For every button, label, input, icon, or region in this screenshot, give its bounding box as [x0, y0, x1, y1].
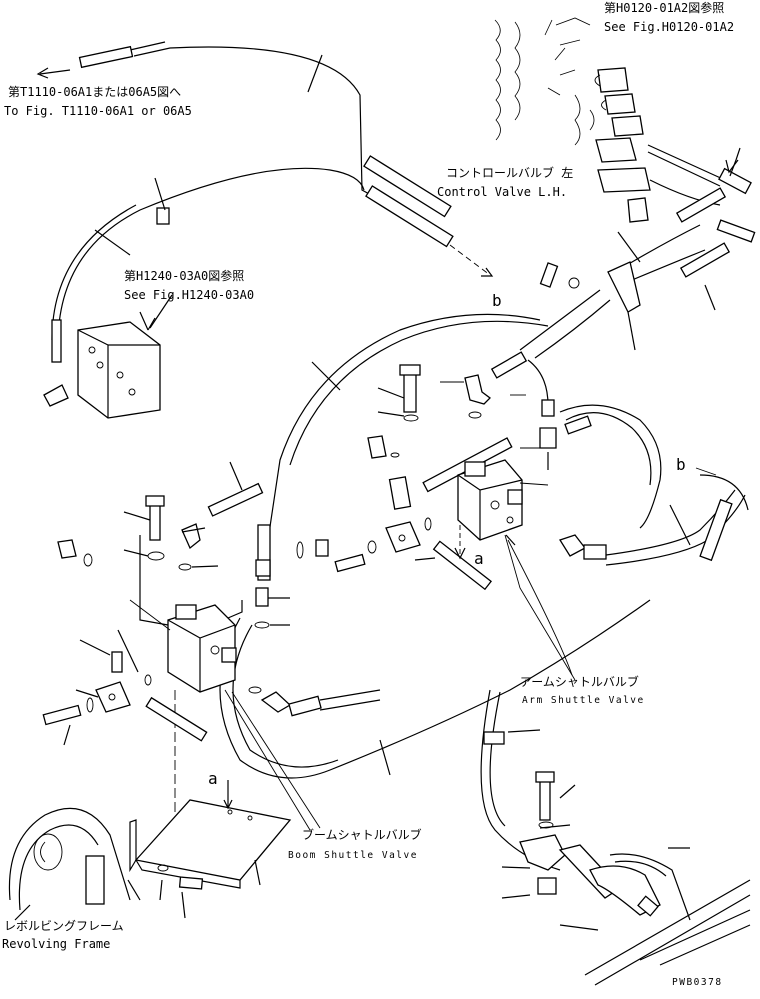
revolving-frame: [8, 807, 141, 921]
upper-bracket: [519, 261, 641, 359]
drawing-number: PWB0378: [672, 977, 723, 988]
see-h1240-en-label: See Fig.H1240-03A0: [124, 288, 254, 302]
lower-right-bracket: [501, 771, 751, 986]
revolving-frame-jp-label: レボルビングフレーム: [4, 919, 124, 933]
hose-loop-left: [51, 167, 365, 341]
see-h0120-jp-label: 第H0120-01A2図参照: [604, 0, 724, 15]
upper-return-hose: [36, 41, 381, 201]
middle-fittings: [367, 351, 557, 493]
boom-side-bolts: [57, 495, 290, 629]
control-valve-lh: [494, 17, 651, 223]
boom-small-parts: [42, 629, 391, 776]
arm-shuttle-valve: [457, 459, 576, 681]
ref-b-upper: b: [492, 291, 502, 310]
ref-a-lower: a: [208, 769, 218, 788]
arm-shuttle-en-label: Arm Shuttle Valve: [522, 695, 645, 706]
to-fig-en-label: To Fig. T1110-06A1 or 06A5: [4, 104, 192, 118]
see-h0120-en-label: See Fig.H0120-01A2: [604, 20, 734, 34]
boom-shuttle-jp-label: ブームシャトルバルブ: [302, 827, 422, 842]
ref-b-right: b: [676, 455, 686, 474]
pilot-block-h1240: [43, 294, 173, 419]
boom-shuttle-valve: [129, 535, 311, 840]
hose-loop-main: [255, 313, 549, 581]
ref-a-upper: a: [474, 549, 484, 568]
leader-lines: [231, 381, 573, 829]
control-valve-en-label: Control Valve L.H.: [437, 185, 567, 199]
lower-main-hose: [480, 689, 561, 871]
valve-mount-bracket: [129, 780, 292, 919]
see-h1240-jp-label: 第H1240-03A0図参照: [124, 268, 244, 283]
arm-shuttle-jp-label: アームシャトルバルブ: [520, 674, 639, 689]
arm-side-parts: [296, 476, 492, 591]
ref-a-arrows: [454, 525, 516, 560]
middle-left-hose: [207, 461, 651, 779]
control-valve-jp-label: コントロールバルブ 左: [446, 165, 573, 180]
to-fig-jp-label: 第T1110-06A1または06A5図へ: [8, 85, 181, 99]
arm-hoses-right: [559, 404, 749, 566]
hose-break-upper: [363, 155, 494, 277]
boom-shuttle-en-label: Boom Shuttle Valve: [288, 850, 418, 861]
revolving-frame-en-label: Revolving Frame: [2, 937, 110, 951]
